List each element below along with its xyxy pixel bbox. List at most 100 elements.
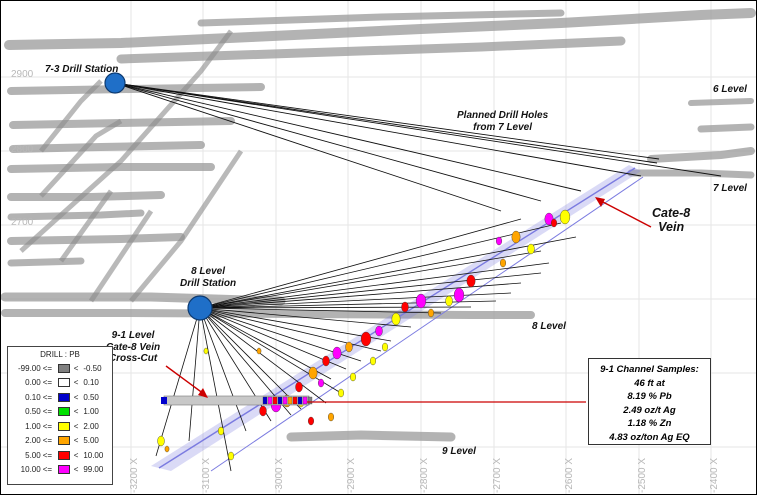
x-label-3100: -3100 X xyxy=(201,457,212,493)
legend-low-value: 1.00 xyxy=(25,421,41,431)
assay-intercept xyxy=(466,274,476,288)
legend-row: 0.10<=<0.50 xyxy=(8,390,112,405)
assay-intercept xyxy=(157,435,165,447)
legend-lt-symbol: < xyxy=(73,421,79,431)
planned-drill-hole xyxy=(114,82,502,212)
legend-low-value: -99.00 xyxy=(18,363,41,373)
planned-drill-hole xyxy=(114,82,642,177)
drill-station-8-level xyxy=(187,295,213,321)
planned-drill-hole xyxy=(114,82,722,177)
assay-intercept xyxy=(164,445,170,453)
underground-working xyxy=(7,209,145,221)
drill-station-8-label: 8 Level Drill Station xyxy=(180,266,237,289)
legend-row: 10.00<=<99.00 xyxy=(8,463,112,478)
planned-drill-hole xyxy=(114,82,582,192)
assay-intercept xyxy=(256,347,262,355)
underground-working xyxy=(7,83,265,95)
cate-8-vein-hangingwall xyxy=(210,176,644,472)
level-6-label: 6 Level xyxy=(713,84,747,95)
drill-hole-8-level xyxy=(199,307,247,432)
underground-working xyxy=(7,191,165,201)
elevation-label-2700: 2700 xyxy=(11,217,34,228)
legend-high-value: 0.50 xyxy=(83,392,99,402)
legend-low-value: 2.00 xyxy=(25,436,41,446)
samples-length: 46 ft at xyxy=(634,377,665,389)
channel-sample xyxy=(277,396,283,405)
assay-intercept xyxy=(332,346,342,360)
channel-sample xyxy=(292,396,298,405)
legend-high-value: 0.10 xyxy=(83,378,99,388)
x-label-3200: -3200 X xyxy=(129,457,140,493)
legend-swatch xyxy=(58,421,70,431)
assay-intercept xyxy=(227,451,234,461)
assay-intercept xyxy=(360,331,372,347)
underground-working xyxy=(1,292,286,306)
channel-sample xyxy=(307,396,313,405)
inclined-working xyxy=(39,79,103,153)
legend-lt-symbol: < xyxy=(73,378,79,388)
drill-hole-8-level xyxy=(199,307,327,404)
assay-intercept xyxy=(401,301,409,313)
assay-intercept xyxy=(511,230,521,244)
drill-hole-8-level xyxy=(199,306,472,309)
channel-samples-box: 9-1 Channel Samples: 46 ft at 8.19 % Pb … xyxy=(588,358,711,445)
legend-high-value: 1.00 xyxy=(83,407,99,417)
cate-8-arrow-head xyxy=(595,197,605,207)
underground-working xyxy=(4,8,756,50)
legend-high-value: 99.00 xyxy=(83,465,104,475)
legend-le-symbol: <= xyxy=(42,392,53,402)
legend-swatch xyxy=(58,465,70,475)
legend-swatch xyxy=(58,392,70,402)
legend-le-symbol: <= xyxy=(42,407,53,417)
cross-cut-label: 9-1 Level Cate-8 Vein Cross-Cut xyxy=(106,330,161,364)
legend-low-value: 10.00 xyxy=(20,465,41,475)
legend-low-value: 5.00 xyxy=(25,450,41,460)
channel-sample xyxy=(297,396,303,405)
inclined-working xyxy=(39,118,123,198)
x-label-2400: -2400 X xyxy=(709,457,720,493)
legend-swatch xyxy=(58,407,70,417)
legend-swatch xyxy=(58,436,70,446)
legend-le-symbol: <= xyxy=(42,421,53,431)
planned-drill-hole xyxy=(114,82,542,202)
legend-le-symbol: <= xyxy=(42,465,53,475)
assay-intercept xyxy=(500,258,507,268)
channel-sample xyxy=(267,396,273,405)
x-label-2900: -2900 X xyxy=(346,457,357,493)
drill-hole-8-level xyxy=(199,307,232,472)
level-9-label: 9 Level xyxy=(442,446,476,457)
legend-row: 1.00<=<2.00 xyxy=(8,419,112,434)
assay-intercept xyxy=(295,381,303,393)
samples-ageq: 4.83 oz/ton Ag EQ xyxy=(609,431,690,443)
assay-intercept xyxy=(415,293,427,309)
drill-station-7-3 xyxy=(104,72,126,94)
x-label-2600: -2600 X xyxy=(564,457,575,493)
legend-high-value: 10.00 xyxy=(83,450,104,460)
assay-intercept xyxy=(445,295,453,307)
legend-swatch xyxy=(58,363,70,373)
planned-drill-holes-label: Planned Drill Holes from 7 Level xyxy=(457,110,549,133)
x-label-3000: -3000 X xyxy=(274,457,285,493)
legend-title: DRILL : PB xyxy=(40,350,80,359)
legend-le-symbol: <= xyxy=(42,450,53,460)
inclined-working xyxy=(19,29,233,253)
samples-ag: 2.49 oz/t Ag xyxy=(623,404,676,416)
underground-working xyxy=(7,163,215,173)
x-label-2800: -2800 X xyxy=(419,457,430,493)
legend-low-value: 0.00 xyxy=(25,378,41,388)
underground-working xyxy=(647,147,755,163)
legend-lt-symbol: < xyxy=(73,450,79,460)
assay-intercept xyxy=(259,405,267,417)
legend-lt-symbol: < xyxy=(73,392,79,402)
drill-hole-8-level xyxy=(188,307,201,442)
channel-sample xyxy=(302,396,308,405)
assay-intercept xyxy=(203,347,209,355)
legend-lt-symbol: < xyxy=(73,407,79,417)
assay-intercept xyxy=(370,356,377,366)
drill-hole-8-level xyxy=(199,307,302,410)
legend-swatch xyxy=(58,450,70,460)
legend-le-symbol: <= xyxy=(42,378,53,388)
legend-row: 5.00<= <10.00 xyxy=(8,448,112,463)
